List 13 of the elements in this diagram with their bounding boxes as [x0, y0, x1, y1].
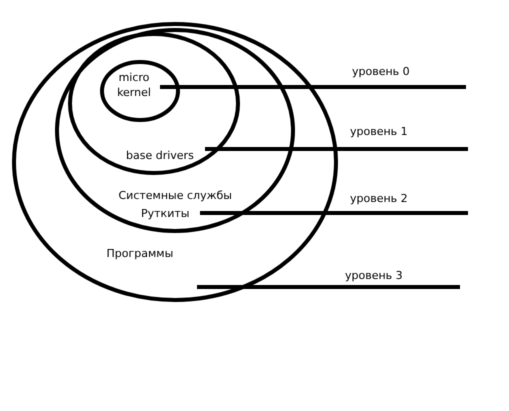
layer-label: Программы — [106, 246, 174, 260]
layer-label: base drivers — [126, 148, 194, 162]
level-label: уровень 0 — [352, 64, 466, 89]
level-label: уровень 3 — [345, 268, 460, 289]
leader-line — [205, 147, 468, 151]
layer-label: Руткиты — [141, 206, 190, 220]
layer-label: Системные службы — [118, 188, 232, 202]
leader-line — [200, 211, 468, 215]
leader-line — [160, 85, 466, 89]
level-label: уровень 1 — [350, 124, 468, 151]
leader-line — [197, 285, 460, 289]
layer-label: micro kernel — [116, 70, 152, 100]
level-label: уровень 2 — [350, 191, 468, 215]
